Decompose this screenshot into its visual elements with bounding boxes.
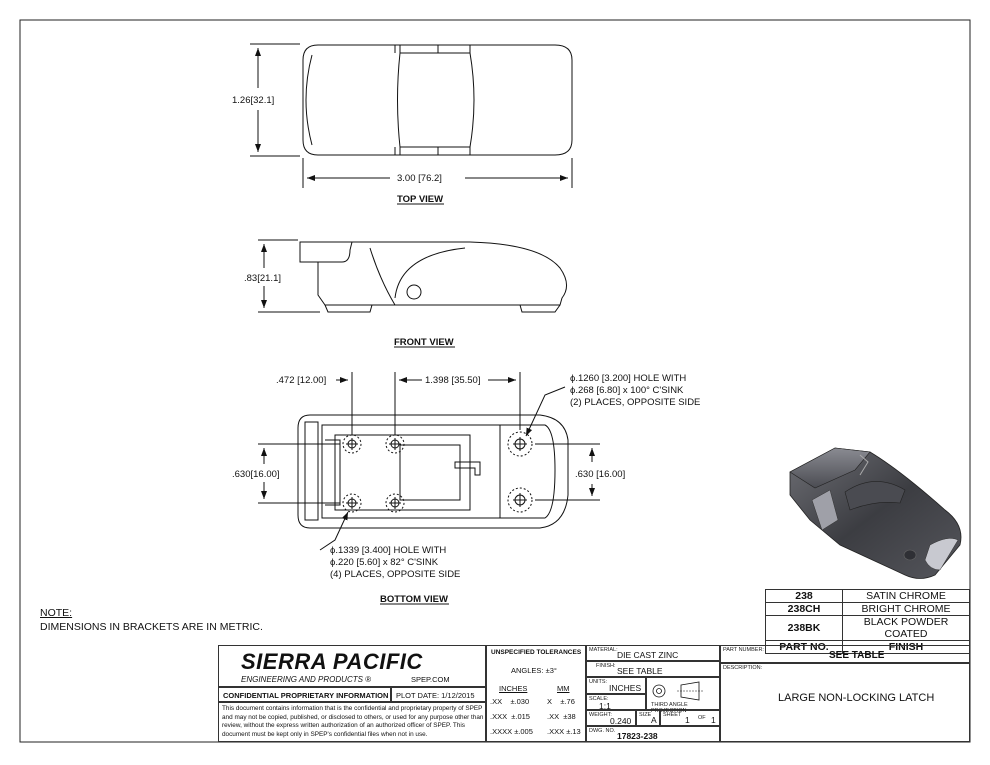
tol-row-mm: .XXX ±.13 [547, 727, 581, 736]
part-number-label: PART NUMBER: [723, 647, 764, 653]
bottom-view-label: BOTTOM VIEW [380, 594, 448, 605]
tolerances-title: UNSPECIFIED TOLERANCES [491, 649, 582, 656]
hole-group-right [507, 431, 533, 513]
description-value: LARGE NON-LOCKING LATCH [778, 692, 935, 704]
finish-part-number: 238CH [765, 602, 843, 616]
svg-text:ϕ.220 [5.60] x 82° C'SINK: ϕ.220 [5.60] x 82° C'SINK [330, 557, 439, 568]
finish-label: FINISH: [596, 663, 616, 669]
svg-text:ϕ.1260 [3.200] HOLE WITH: ϕ.1260 [3.200] HOLE WITH [570, 373, 686, 384]
tol-row: .XXXX ±.005 [490, 727, 533, 736]
material-label: MATERIAL: [589, 647, 618, 653]
svg-text:ϕ.1339 [3.400] HOLE WITH: ϕ.1339 [3.400] HOLE WITH [330, 545, 446, 556]
bottom-view [258, 372, 600, 605]
confidential-title: CONFIDENTIAL PROPRIETARY INFORMATION [223, 691, 389, 700]
sheet-label: SHEET [663, 712, 682, 718]
svg-text:ϕ.268 [6.80] x 100° C'SINK: ϕ.268 [6.80] x 100° C'SINK [570, 385, 684, 396]
finish-name: SATIN CHROME [842, 589, 970, 603]
description-label: DESCRIPTION: [723, 665, 763, 671]
tol-inches-label: INCHES [499, 684, 528, 693]
dim-630-left-text: .630[16.00] [232, 469, 280, 480]
svg-text:(2) PLACES, OPPOSITE SIDE: (2) PLACES, OPPOSITE SIDE [570, 397, 700, 408]
latch-isometric-image [789, 447, 962, 579]
projection-block: THIRD ANGLE PROJECTION [646, 677, 720, 714]
plot-date: PLOT DATE: 1/12/2015 [396, 691, 475, 700]
size-value: A [651, 715, 657, 725]
tol-row-mm: X ±.76 [547, 697, 575, 706]
weight-value: 0.240 [610, 716, 632, 726]
hole-note-bottom: ϕ.1339 [3.400] HOLE WITH ϕ.220 [5.60] x … [330, 545, 460, 580]
finish-name: BLACK POWDER COATED [842, 615, 970, 641]
scale-label: SCALE: [589, 696, 609, 702]
finish-value: SEE TABLE [617, 666, 663, 676]
company-website: SPEP.COM [411, 675, 450, 684]
top-view [250, 43, 573, 205]
company-block: SIERRA PACIFIC ENGINEERING AND PRODUCTS … [218, 645, 486, 687]
front-view [258, 239, 567, 348]
top-height-dim-text: 1.26[32.1] [232, 95, 274, 106]
finish-name: BRIGHT CHROME [842, 602, 970, 616]
company-subtitle: ENGINEERING AND PRODUCTS ® [241, 675, 372, 684]
front-height-dim-text: .83[21.1] [244, 273, 281, 284]
material-value: DIE CAST ZINC [617, 650, 679, 660]
tol-row: .XX ±.030 [490, 697, 530, 706]
size-label: SIZE [639, 712, 652, 718]
sheet-value: 1 [685, 715, 690, 725]
front-view-label: FRONT VIEW [394, 337, 454, 348]
dim-1398-text: 1.398 [35.50] [425, 375, 480, 386]
units-value: INCHES [609, 683, 642, 693]
scale-value: 1:1 [599, 701, 611, 711]
svg-text:(4) PLACES, OPPOSITE SIDE: (4) PLACES, OPPOSITE SIDE [330, 569, 460, 580]
units-label: UNITS: [589, 679, 608, 685]
finish-header-part: PART NO. [765, 640, 843, 654]
dwg-no-value: 17823-238 [617, 731, 658, 741]
tol-row-mm: .XX ±38 [547, 712, 576, 721]
registered-icon: ® [365, 675, 372, 684]
sheet-of-label: OF [698, 715, 706, 721]
projection-label: THIRD ANGLE PROJECTION [651, 702, 688, 714]
note-title: NOTE: [40, 607, 73, 619]
title-block: SIERRA PACIFIC ENGINEERING AND PRODUCTS … [218, 645, 970, 742]
third-angle-projection-icon [652, 681, 703, 701]
sheet-border [19, 19, 971, 743]
finish-part-number: 238 [765, 589, 843, 603]
angles-tolerance: ANGLES: ±3° [511, 666, 557, 675]
dim-630-right-text: .630 [16.00] [575, 469, 625, 480]
finish-row: 238CH BRIGHT CHROME [765, 602, 970, 616]
hole-note-top: ϕ.1260 [3.200] HOLE WITH ϕ.268 [6.80] x … [570, 373, 700, 408]
note-text: DIMENSIONS IN BRACKETS ARE IN METRIC. [40, 621, 263, 633]
finish-row: 238BK BLACK POWDER COATED [765, 615, 970, 641]
finish-row: 238 SATIN CHROME [765, 589, 970, 603]
top-view-label: TOP VIEW [397, 194, 443, 205]
finish-table: 238 SATIN CHROME 238CH BRIGHT CHROME 238… [765, 589, 970, 654]
finish-header-row: PART NO. FINISH [765, 640, 970, 654]
dim-472-text: .472 [12.00] [276, 375, 326, 386]
dwg-no-label: DWG. NO. [589, 728, 616, 734]
part-number-value: SEE TABLE [829, 650, 885, 661]
sheet-total: 1 [711, 715, 716, 725]
tolerances-block: UNSPECIFIED TOLERANCES ANGLES: ±3° INCHE… [486, 645, 586, 742]
confidential-text: This document contains information that … [222, 705, 484, 738]
finish-part-number: 238BK [765, 615, 843, 641]
weight-label: WEIGHT: [589, 712, 612, 718]
tol-row: .XXX ±.015 [490, 712, 530, 721]
hole-group-left [342, 434, 405, 513]
finish-header-finish: FINISH [842, 640, 970, 654]
top-width-dim-text: 3.00 [76.2] [397, 173, 442, 184]
company-name: SIERRA PACIFIC [241, 649, 423, 674]
tol-mm-label: MM [557, 684, 570, 693]
